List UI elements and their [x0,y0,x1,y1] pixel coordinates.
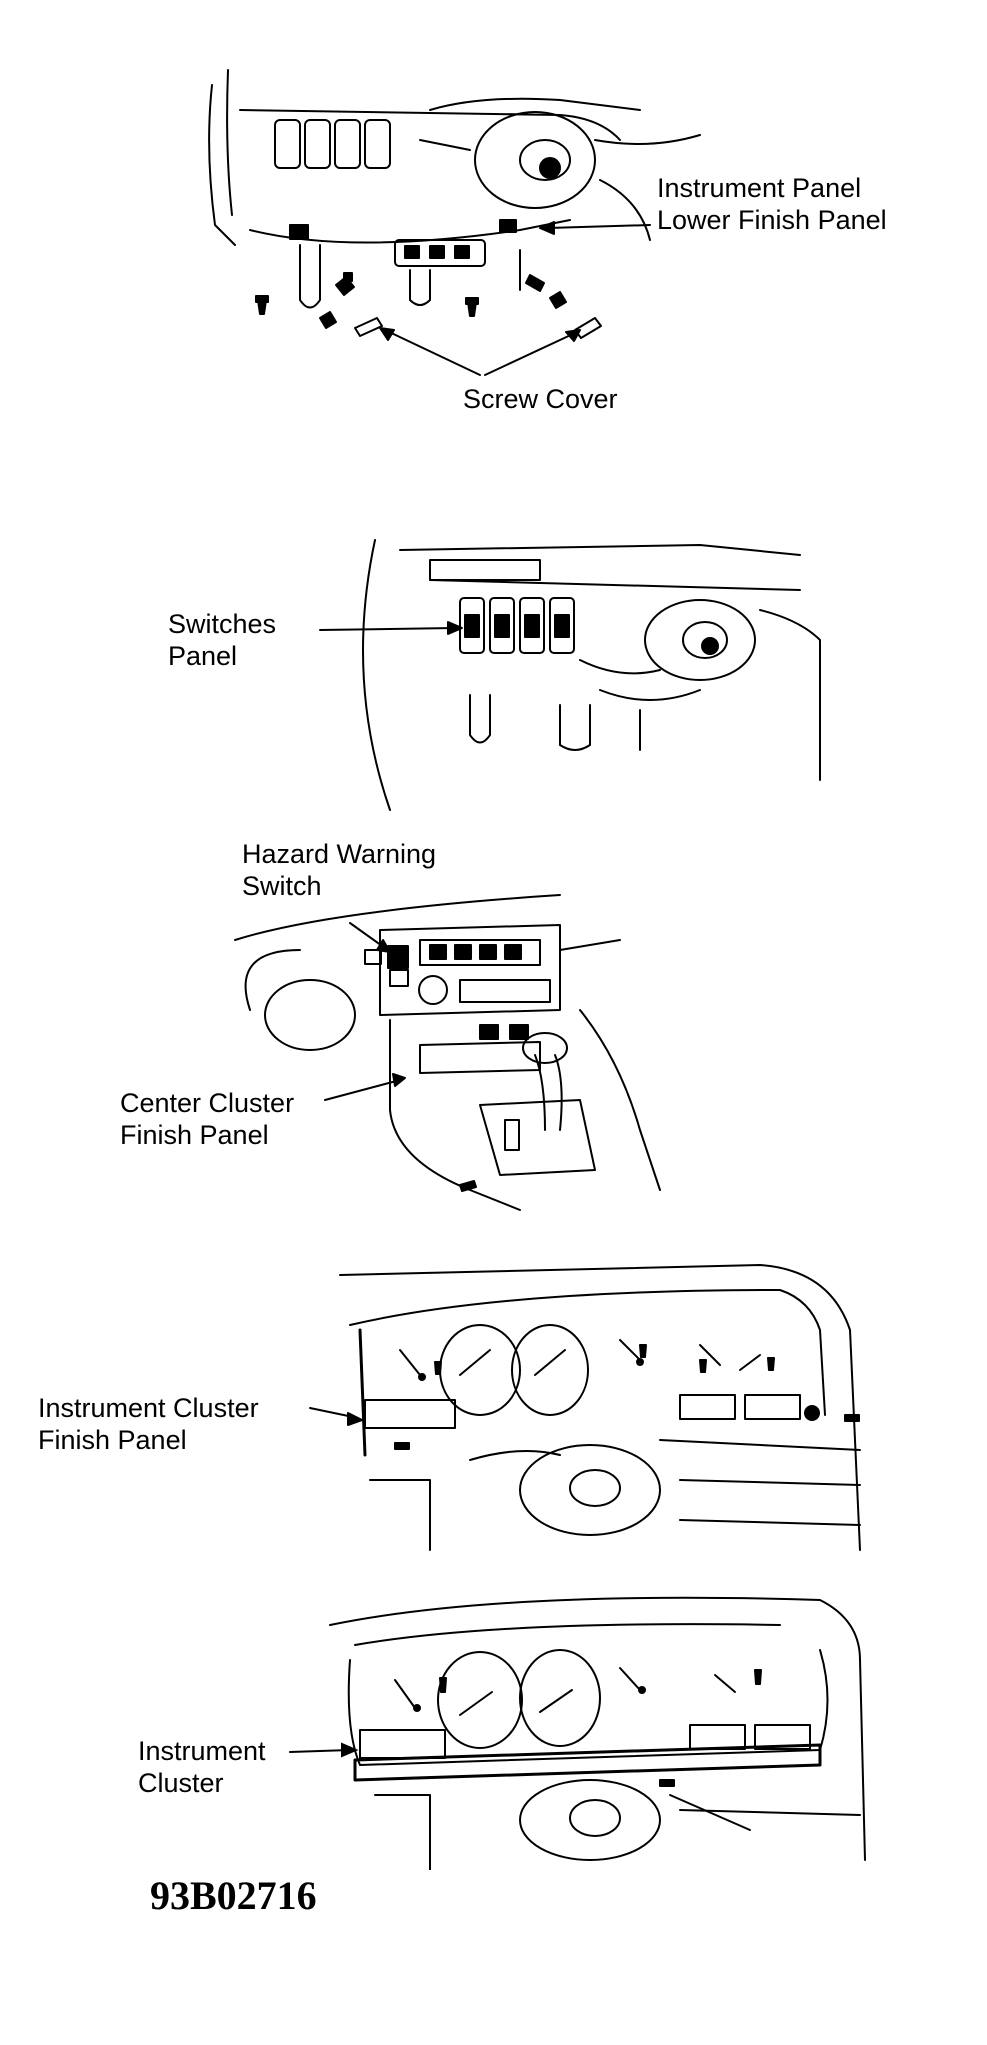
center-console-illustration [0,830,987,1230]
label-line: Instrument [138,1736,266,1766]
label-line: Panel [168,641,238,671]
panel-instrument-cluster: Instrument Cluster [0,1580,987,1870]
cluster-finish-illustration [0,1250,987,1560]
label-lower-finish-panel: Instrument Panel Lower Finish Panel [657,172,887,236]
label-line: Screw Cover [463,384,618,414]
dash-lower-illustration [0,0,987,440]
label-line: Finish Panel [120,1120,269,1150]
label-line: Center Cluster [120,1088,295,1118]
label-instrument-cluster: Instrument Cluster [138,1735,266,1799]
label-hazard-warning-switch: Hazard Warning Switch [242,838,436,902]
label-center-cluster-finish-panel: Center Cluster Finish Panel [120,1087,294,1151]
label-switches-panel: Switches Panel [168,608,276,672]
instrument-cluster-illustration [0,1580,987,1870]
switches-illustration [0,480,987,820]
label-line: Instrument Cluster [38,1393,259,1423]
label-line: Lower Finish Panel [657,205,887,235]
label-line: Instrument Panel [657,173,862,203]
figure-code: 93B02716 [150,1873,317,1918]
panel-center-cluster: Hazard Warning Switch Center Cluster Fin… [0,830,987,1230]
label-line: Switch [242,871,322,901]
label-screw-cover: Screw Cover [463,383,618,415]
label-line: Finish Panel [38,1425,187,1455]
instrument-cluster-leader [0,1580,987,1870]
panel-cluster-finish: Instrument Cluster Finish Panel [0,1250,987,1560]
panel-switches: Switches Panel [0,480,987,820]
label-line: Cluster [138,1768,224,1798]
label-instrument-cluster-finish-panel: Instrument Cluster Finish Panel [38,1392,259,1456]
panel-lower-finish: Instrument Panel Lower Finish Panel Scre… [0,0,987,440]
label-line: Switches [168,609,277,639]
label-line: Hazard Warning [242,839,437,869]
